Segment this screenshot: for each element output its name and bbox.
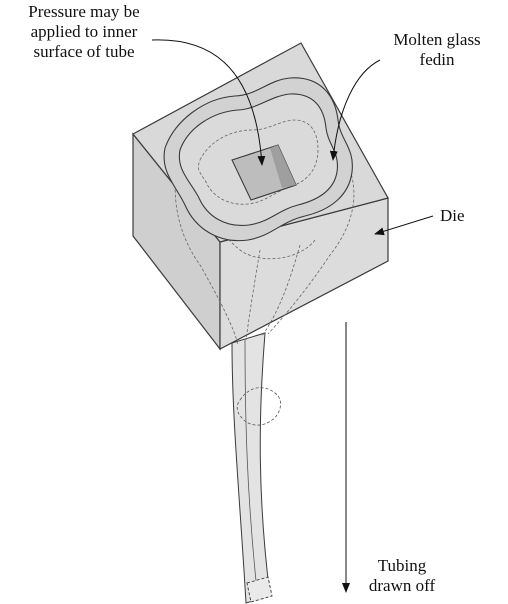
label-die-text: Die bbox=[440, 206, 465, 225]
drawn-tube bbox=[232, 333, 270, 603]
label-tubing-line-1: Tubing bbox=[348, 556, 456, 576]
label-pressure: Pressure may be applied to inner surface… bbox=[0, 2, 168, 62]
label-pressure-line-3: surface of tube bbox=[0, 42, 168, 62]
label-molten-glass: Molten glass fedin bbox=[370, 30, 504, 70]
label-tubing-line-2: drawn off bbox=[348, 576, 456, 596]
label-die: Die bbox=[440, 206, 465, 226]
label-molten-line-1: Molten glass bbox=[370, 30, 504, 50]
label-pressure-line-1: Pressure may be bbox=[0, 2, 168, 22]
label-molten-line-2: fedin bbox=[370, 50, 504, 70]
label-pressure-line-2: applied to inner bbox=[0, 22, 168, 42]
label-tubing: Tubing drawn off bbox=[348, 556, 456, 596]
